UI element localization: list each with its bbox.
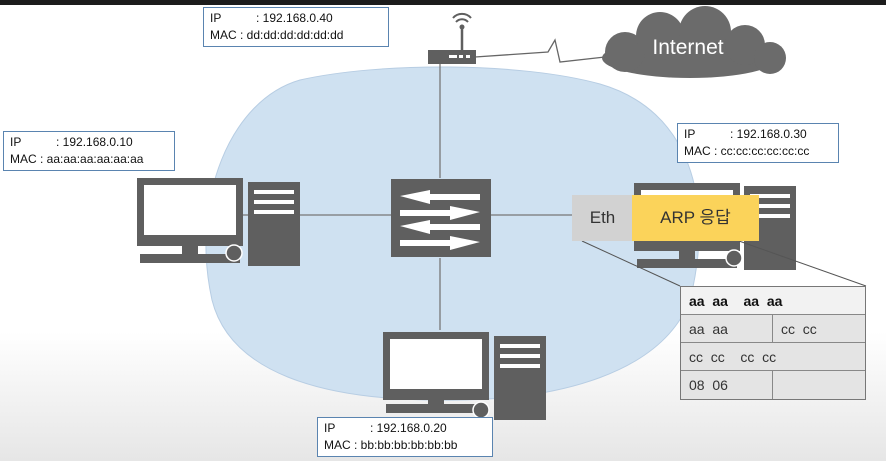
- mac-value: : cc:cc:cc:cc:cc:cc: [714, 144, 810, 158]
- ip-value: : 192.168.0.10: [56, 135, 133, 149]
- ip-key: IP: [210, 11, 222, 25]
- bottom-host-info: IP : 192.168.0.20 MAC : bb:bb:bb:bb:bb:bb: [317, 417, 493, 457]
- frame-cell: cc cc cc cc: [689, 349, 777, 365]
- ip-value: : 192.168.0.30: [730, 127, 807, 141]
- eth-header: Eth: [572, 195, 633, 241]
- arp-reply: ARP 응답: [632, 195, 759, 241]
- ip-value: : 192.168.0.20: [370, 421, 447, 435]
- mac-key: MAC: [684, 144, 711, 158]
- ip-key: IP: [684, 127, 696, 141]
- ip-value: : 192.168.0.40: [256, 11, 333, 25]
- mac-key: MAC: [324, 438, 351, 452]
- cloud-icon: [602, 6, 786, 78]
- mac-value: : bb:bb:bb:bb:bb:bb: [354, 438, 458, 452]
- ip-key: IP: [324, 421, 336, 435]
- frame-row-type: 08 06: [681, 371, 865, 399]
- frame-cell: cc cc: [781, 321, 817, 337]
- computer-icon-bottom: [383, 332, 546, 420]
- computer-icon-left: [137, 178, 300, 266]
- frame-row: aa aa cc cc: [681, 315, 865, 343]
- mac-value: : dd:dd:dd:dd:dd:dd: [240, 28, 344, 42]
- frame-cell: [773, 371, 865, 399]
- router-info: IP : 192.168.0.40 MAC : dd:dd:dd:dd:dd:dd: [203, 7, 389, 47]
- frame-cell: aa aa aa aa: [689, 293, 783, 309]
- ip-key: IP: [10, 135, 22, 149]
- left-host-info: IP : 192.168.0.10 MAC : aa:aa:aa:aa:aa:aa: [3, 131, 175, 171]
- mac-key: MAC: [10, 152, 37, 166]
- frame-row: cc cc cc cc: [681, 343, 865, 371]
- ethernet-frame-table: aa aa aa aa aa aa cc cc cc cc cc cc 08 0…: [680, 286, 866, 400]
- mac-key: MAC: [210, 28, 237, 42]
- right-host-info: IP : 192.168.0.30 MAC : cc:cc:cc:cc:cc:cc: [677, 123, 839, 163]
- router-icon: [428, 12, 476, 64]
- switch-icon: [391, 179, 491, 257]
- callout-lines: [581, 240, 867, 287]
- frame-cell: 08 06: [681, 371, 773, 399]
- frame-row-destination: aa aa aa aa: [681, 287, 865, 315]
- frame-cell: aa aa: [681, 315, 773, 343]
- top-bar: [0, 0, 886, 5]
- mac-value: : aa:aa:aa:aa:aa:aa: [40, 152, 144, 166]
- internet-link: [474, 38, 606, 63]
- internet-label: Internet: [652, 36, 724, 59]
